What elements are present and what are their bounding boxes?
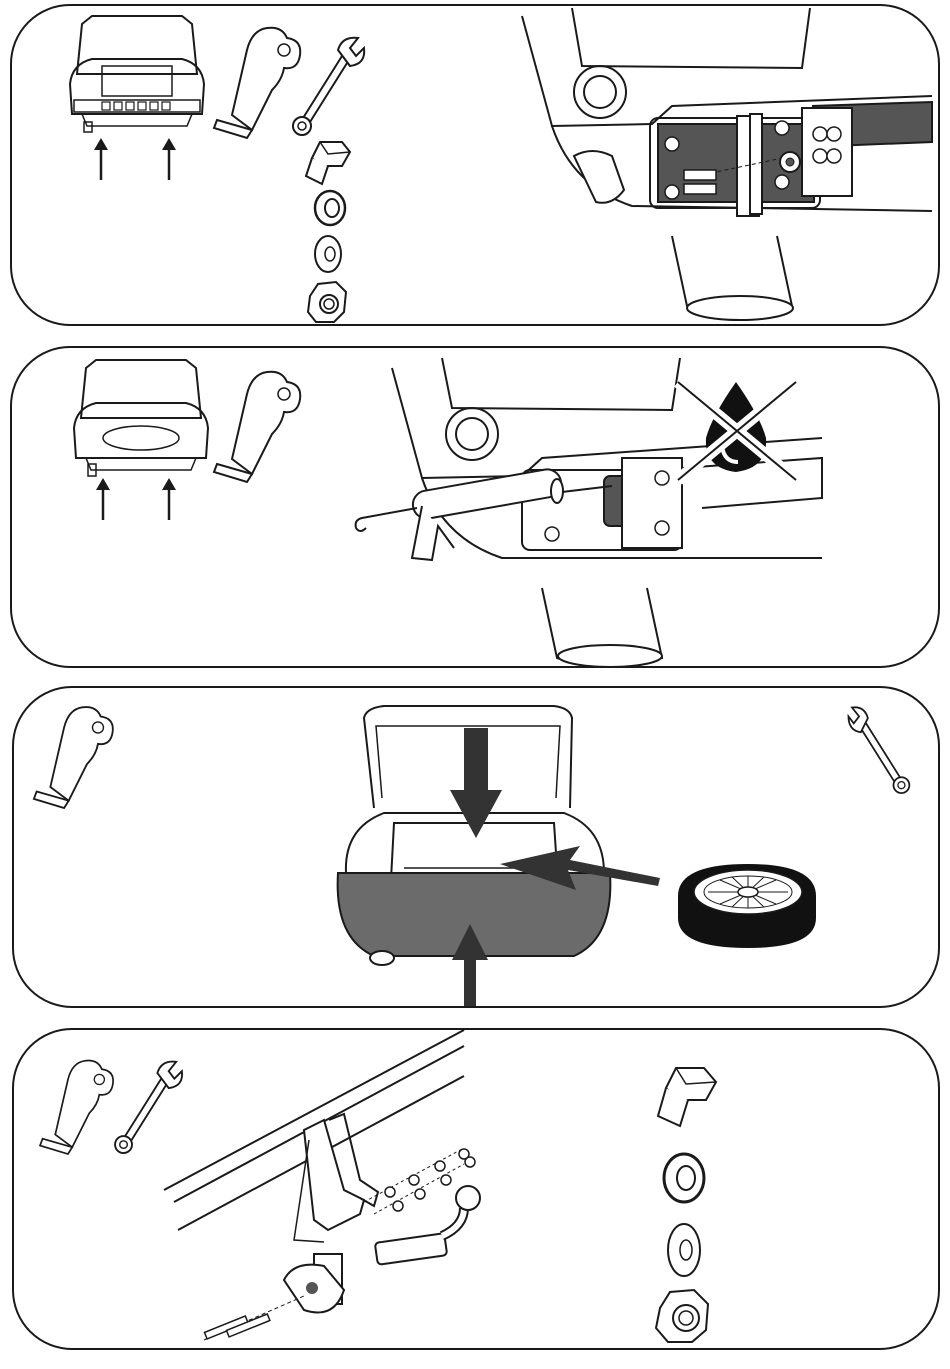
glove-icon [212,364,308,482]
car-rear-icon [66,358,216,478]
flat-washer-icon [668,1224,700,1276]
spring-washer-icon [664,1154,704,1202]
up-arrow-icon [94,478,112,520]
hex-nut-icon [656,1290,708,1342]
up-arrow-icon [160,138,178,180]
step-3-panel [12,686,940,1008]
tow-bar-illustration [164,1030,494,1350]
step-4-panel [12,1028,940,1350]
step-2-panel [10,346,940,668]
flat-washer-icon [315,236,341,272]
wrench-icon [844,704,920,794]
fastener-set [302,136,352,326]
car-rear-icon [62,14,212,184]
fastener-set [644,1060,724,1340]
left-arrow-icon [500,844,680,904]
hex-nut-icon [308,282,346,322]
step-1-panel [10,4,940,326]
spring-washer-icon [315,191,345,225]
glove-icon [28,700,124,808]
bolt-icon [658,1068,716,1126]
wrench-icon [290,34,366,136]
side-member-bracket-illustration [512,6,940,324]
no-water-icon [672,376,802,486]
bolt-icon [306,142,350,184]
up-arrow-icon [92,138,110,180]
up-arrow-icon [160,478,178,520]
up-arrow-icon [450,924,490,1008]
spare-wheel-icon [672,860,822,950]
